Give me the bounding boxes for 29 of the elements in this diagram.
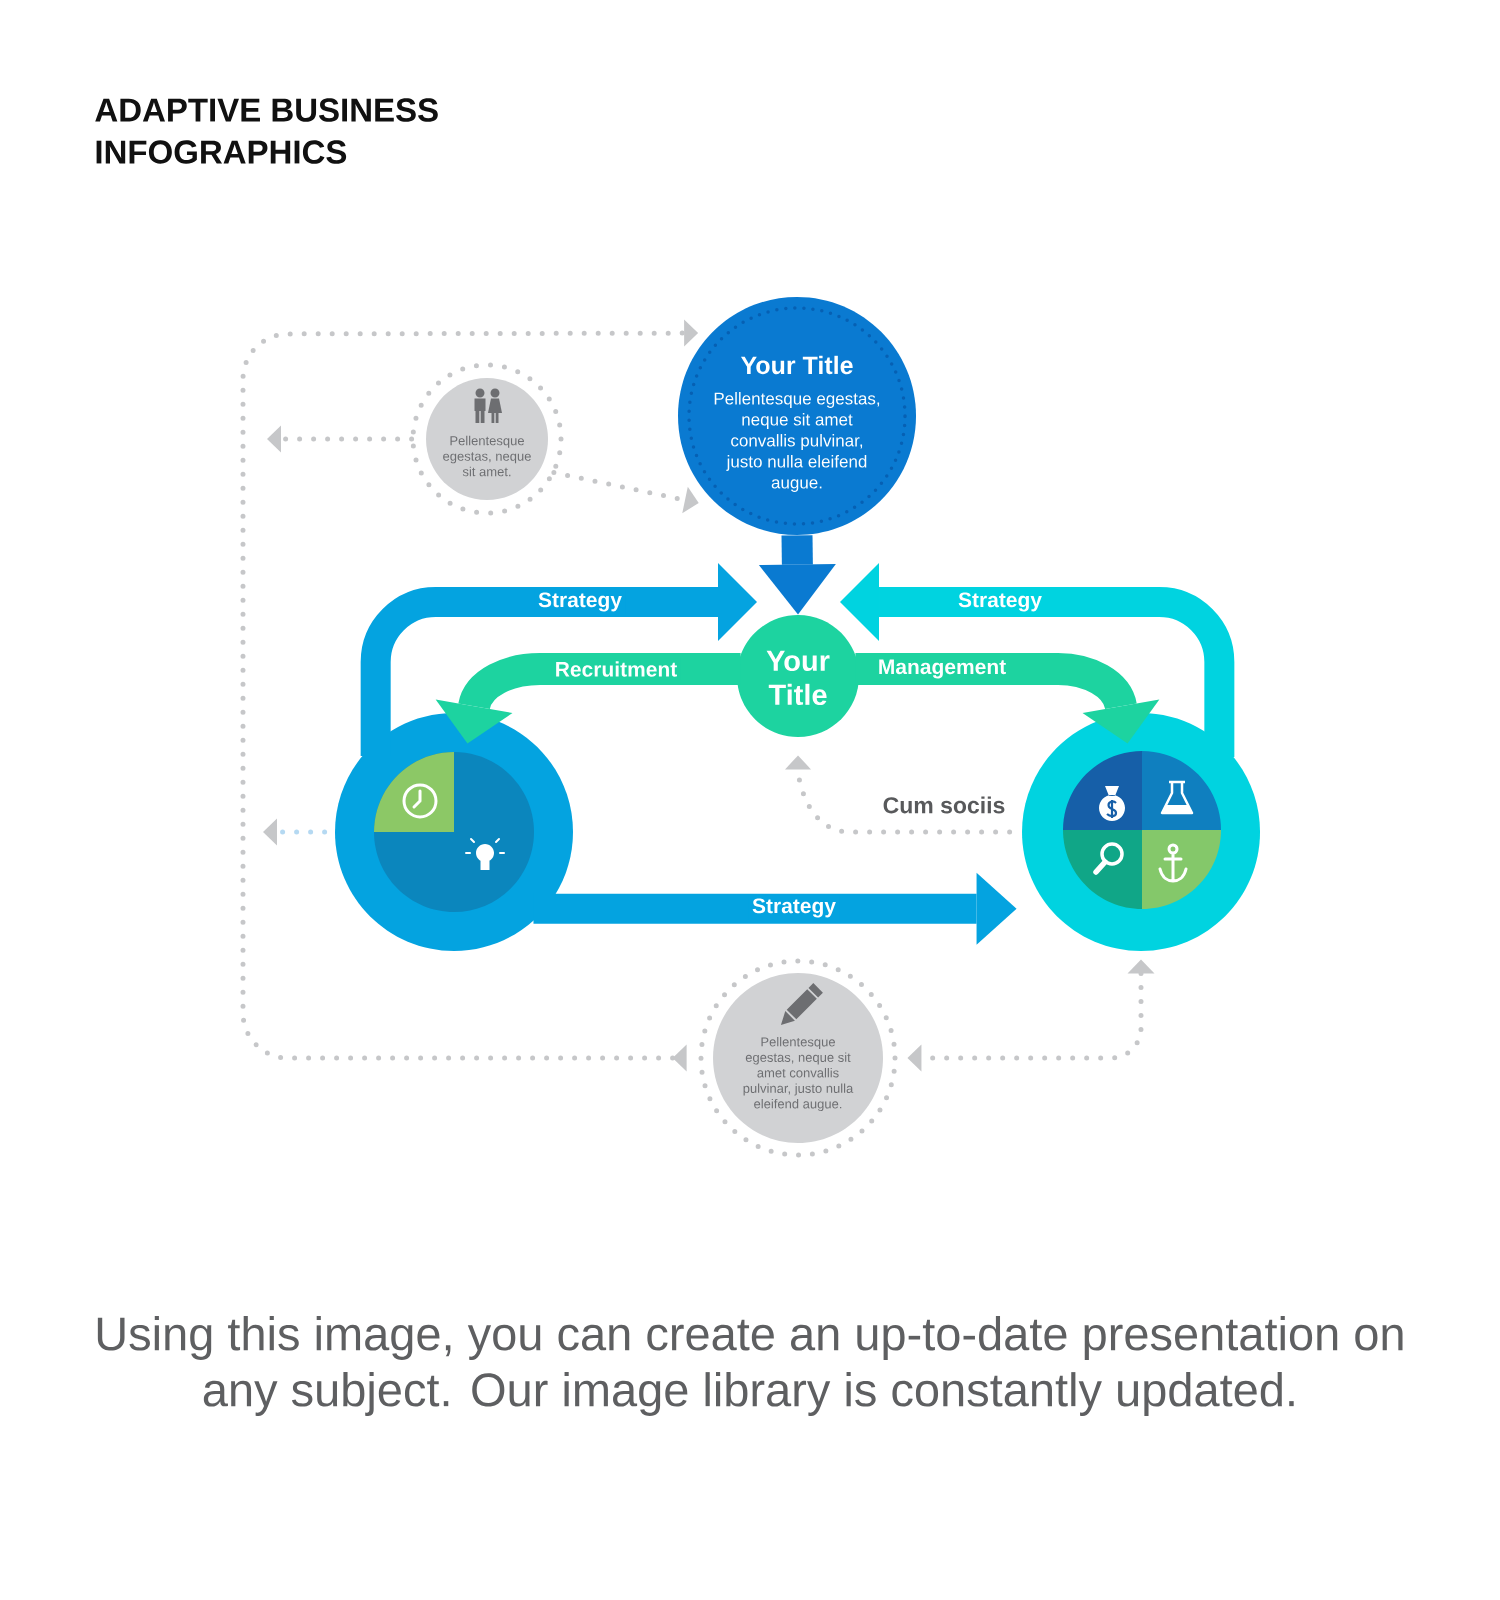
edge-label: Cum sociis [879,793,1009,817]
dotted-arrow [240,319,699,1072]
caption: Using this image, you can create an up-to-date presentation on any subject. Our image library is constantly updated. [97,1316,1403,1416]
dotted-arrow [267,425,415,453]
edge-label: Strategy [535,589,625,615]
circle-text: Pellentesque egestas, neque sit amet. [443,435,531,477]
circle-title: Your Title [740,355,853,375]
center-circle [737,615,859,737]
arrow [758,535,836,615]
dotted-arrow [785,755,1013,835]
arrow [435,653,741,744]
circle-text: Pellentesque egestas, neque sit amet convallis pulvinar, justo nulla eleifend augue. [743,1036,854,1112]
arrow [533,872,1017,945]
note-circle [698,958,898,1158]
note-circle [410,362,564,516]
icon-circle [335,713,573,951]
arrow [855,653,1160,744]
dotted-arrow [551,470,699,514]
page-title: ADAPTIVE BUSINESS INFOGRAPHICS [95,98,438,164]
circle-title: Your Title [766,650,830,706]
dotted-arrow [263,818,328,846]
edge-label: Strategy [749,895,839,921]
circle-text: Pellentesque egestas, neque sit amet convallis pulvinar, justo nulla eleifend augue. [714,392,880,492]
title-circle [678,297,916,535]
edge-label: Strategy [955,589,1046,615]
icon-circle [1022,713,1260,951]
edge-label: Management [874,656,1010,682]
edge-label: Recruitment [551,658,681,680]
dotted-arrow [907,959,1155,1072]
